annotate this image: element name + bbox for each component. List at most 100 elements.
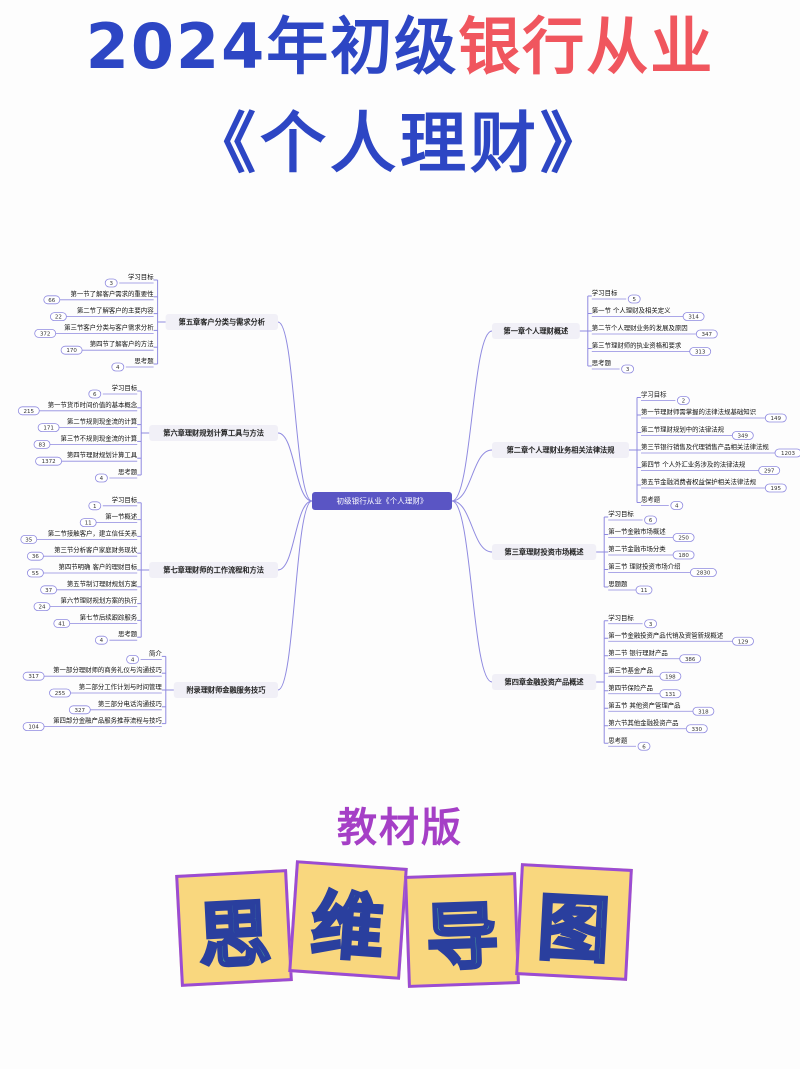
leaf-badge-left-0-3-pill [34,329,57,338]
leaf-left-1-1: 第一节货币时间价值的基本概念 [48,400,138,409]
leaf-left-1-5: 思考题 [118,468,138,476]
leaf-badge-left-2-0-pill [88,501,102,511]
leaf-badge-right-2-1-pill [672,533,695,542]
leaf-badge-right-1-5-pill [764,483,787,493]
leaf-badge-right-3-5-pill [692,706,715,716]
leaf-right-2-2: 第二节金融市场分类 [608,544,666,553]
leaf-left-2-8: 思考题 [118,630,138,638]
leaf-badge-left-0-4: 170 [66,348,77,354]
banner-char-3: 导 [423,892,501,981]
leaf-badge-left-2-0: 1 [93,504,97,510]
leaf-badge-right-2-1: 250 [678,536,689,542]
leaf-badge-left-1-4: 1372 [42,459,56,465]
branch-right-1 [451,449,493,502]
chapter-right-3: 第四章金融投资产品概述 [505,678,585,687]
leaf-left-1-2: 第二节规则现金流的计算 [67,417,138,426]
leaf-badge-right-1-3-pill [774,448,800,458]
leaf-badge-right-2-4: 11 [641,588,648,594]
leaf-badge-right-3-2: 386 [685,657,696,663]
leaf-right-3-5: 第五节 其他资产管理产品 [608,700,680,709]
branch-left-2 [277,500,313,571]
leaf-badge-left-0-3: 372 [40,331,51,337]
leaf-badge-left-3-1: 317 [28,674,39,680]
leaf-badge-left-1-5: 4 [100,476,104,482]
leaf-badge-left-1-0: 6 [93,392,97,398]
chapter-right-1: 第二章个人理财业务相关法律法规 [507,446,616,455]
leaf-badge-right-2-3-pill [690,568,717,577]
chapter-node-bg-right-1 [492,442,629,458]
leaf-badge-right-2-4-pill [635,585,653,595]
edition-label: 教材版 [337,805,463,851]
leaf-badge-right-1-6-pill [670,501,684,510]
leaf-badge-right-0-1-pill [682,312,705,321]
leaf-badge-left-2-5-pill [40,585,57,595]
leaf-right-2-3: 第三节 理财投资市场介绍 [608,562,680,571]
leaf-badge-left-2-8: 4 [100,638,104,644]
leaf-badge-left-2-7: 41 [58,621,65,627]
branch-right-2 [451,500,493,553]
chapter-node-bg-right-3 [492,674,597,690]
leaf-badge-right-3-4-pill [659,689,682,699]
leaf-right-1-5: 第五节金融消费者权益保护相关法律法规 [641,477,757,486]
leaf-badge-left-1-0-pill [88,389,102,399]
leaf-badge-left-2-6: 24 [39,605,46,611]
leaf-badge-right-2-2-pill [672,550,695,560]
leaf-badge-left-3-1-pill [22,671,45,681]
leaf-badge-left-3-2: 255 [55,691,66,697]
leaf-badge-left-3-0: 4 [131,657,135,663]
leaf-right-3-4: 第四节保险产品 [608,683,653,692]
branch-left-0 [277,321,313,502]
leaf-badge-left-0-5-pill [111,362,125,372]
leaf-badge-right-0-3: 313 [695,350,706,356]
leaf-right-2-0: 学习目标 [608,509,634,518]
leaf-badge-left-2-8-pill [95,635,108,645]
chapter-left-3: 附录理财师金融服务技巧 [186,686,266,695]
chapter-left-2: 第七章理财师的工作流程和方法 [163,566,264,575]
leaf-badge-right-0-2: 347 [702,332,713,338]
leaf-badge-left-2-7-pill [53,618,71,628]
leaf-left-2-6: 第六节理财规划方案的执行 [61,596,138,605]
leaf-left-1-0: 学习目标 [112,383,138,392]
chapter-node-bg-right-0 [492,323,580,339]
leaf-badge-left-3-2-pill [49,688,71,698]
leaf-left-0-4: 第四节了解客户的方法 [90,339,155,348]
leaf-left-3-2: 第二部分工作计划与时间管理 [79,682,163,691]
leaf-badge-left-2-2: 35 [25,537,32,543]
leaf-left-2-2: 第二节接触客户，建立信任关系 [48,528,137,537]
leaf-badge-left-3-3: 327 [75,708,86,714]
banner-char-2: 维 [307,881,388,973]
center-node: 初级银行从业《个人理财》 [336,496,427,506]
chapter-node-bg-left-1 [149,425,278,441]
leaf-right-0-0: 学习目标 [592,288,618,297]
leaf-badge-left-0-0-pill [104,278,118,288]
leaf-badge-right-1-1-pill [764,413,787,423]
leaf-right-2-1: 第一节金融市场概述 [608,527,666,536]
leaf-right-0-3: 第三节理财师的执业资格和要求 [592,341,682,350]
leaf-right-3-7: 思考题 [608,736,628,744]
leaf-badge-right-3-7: 6 [642,744,646,750]
leaf-badge-right-1-4-pill [758,466,781,475]
branch-left-1 [277,432,313,502]
leaf-left-3-4: 第四部分金融产品服务推荐流程与技巧 [53,716,162,725]
leaf-badge-left-1-3: 83 [39,442,46,448]
banner: 思 维 导 图 [170,860,633,995]
leaf-badge-left-1-5-pill [95,473,108,483]
leaf-badge-left-1-4-pill [35,456,62,466]
leaf-right-0-4: 思考题 [592,359,612,367]
leaf-badge-left-1-3-pill [33,439,51,449]
leaf-right-1-6: 思考题 [641,496,661,504]
chapter-right-0: 第一章个人理财概述 [504,327,570,336]
leaf-badge-left-2-3: 36 [32,554,39,560]
leaf-badge-right-2-2: 180 [678,553,689,559]
leaf-badge-left-2-1: 11 [85,521,92,527]
leaf-right-0-1: 第一节 个人理财及相关定义 [592,306,671,315]
leaf-badge-right-3-0-pill [644,619,657,629]
leaf-right-1-2: 第二节理财规划中的法律法规 [641,425,725,434]
leaf-left-1-3: 第三节不规则现金流的计算 [61,433,138,442]
leaf-right-1-4: 第四节 个人外汇业务涉及的法律法规 [641,460,746,469]
leaf-badge-right-3-0: 3 [649,622,653,628]
chapter-node-bg-left-3 [173,682,278,698]
leaf-right-0-2: 第二节个人理财业务的发展及原因 [592,323,688,332]
leaf-badge-right-3-6: 330 [692,727,703,733]
